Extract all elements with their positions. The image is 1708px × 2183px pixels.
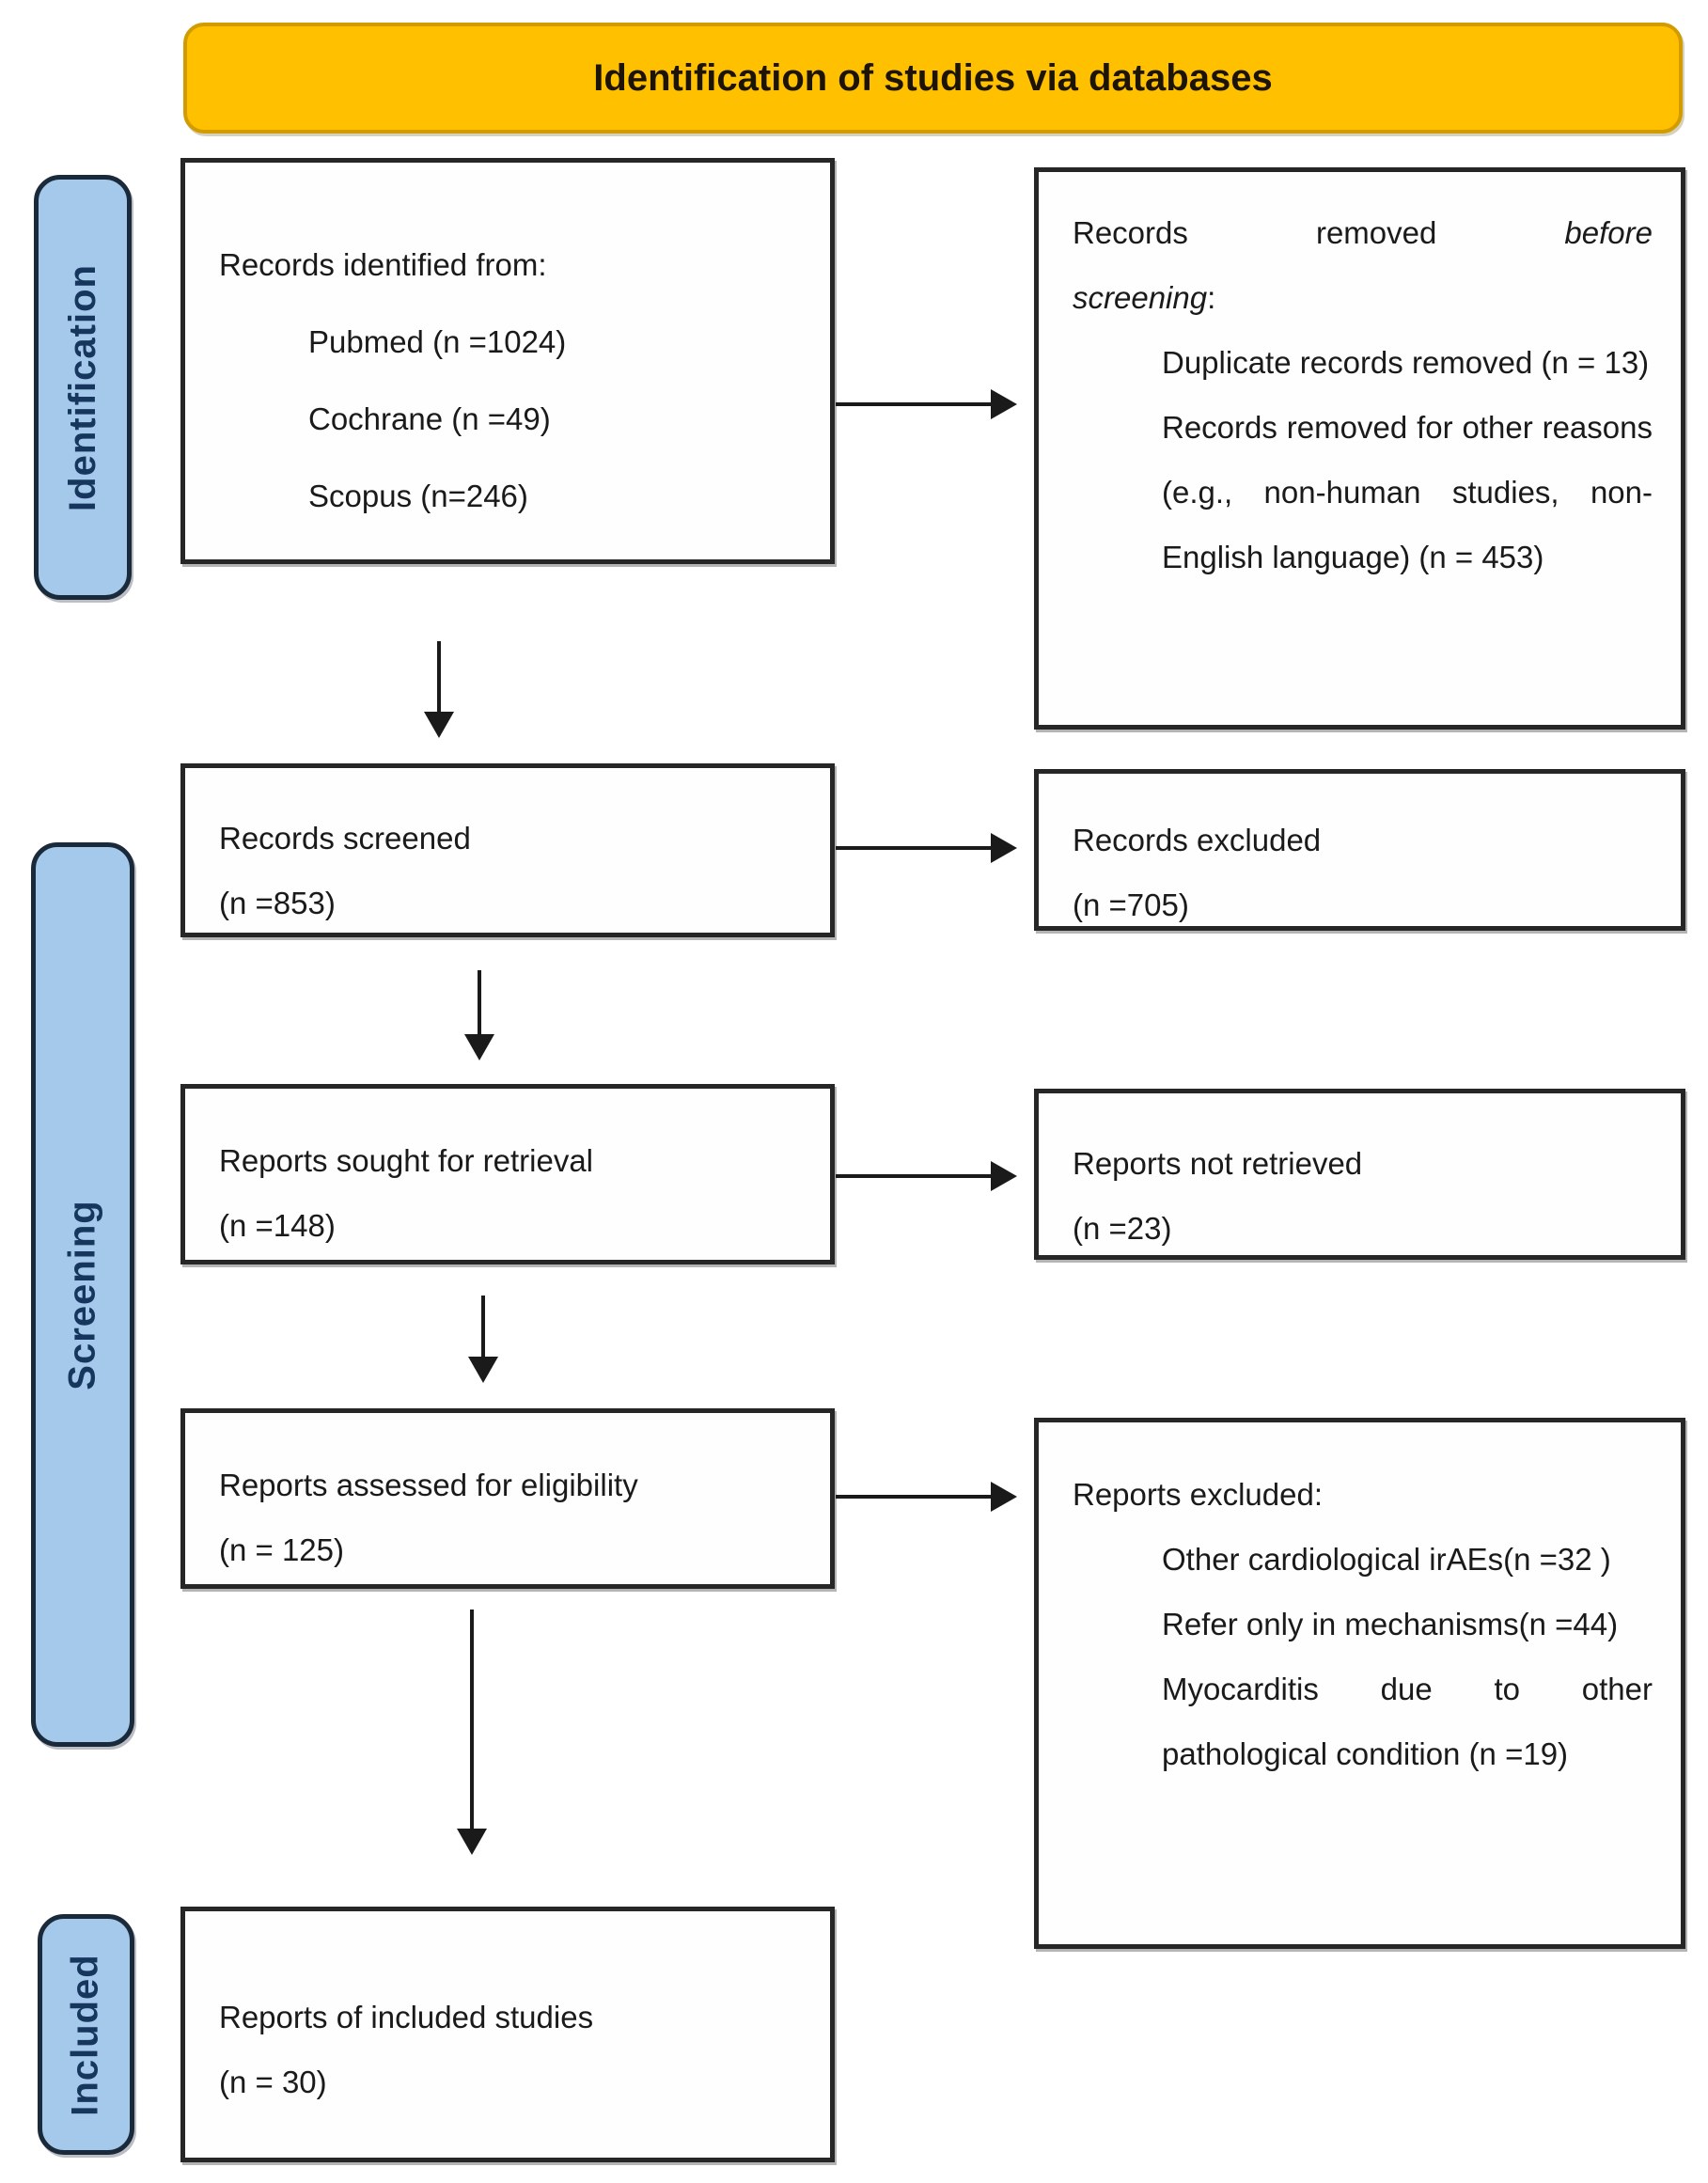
records-identified-heading: Records identified from:: [219, 247, 547, 282]
arrow-screened-to-sought: [478, 970, 481, 1050]
stage-label-identification: Identification: [34, 175, 132, 600]
records-removed-duplicates: Duplicate records removed (n = 13): [1162, 345, 1650, 380]
reports-assessed-count: (n = 125): [219, 1532, 344, 1567]
reports-excluded-reason-irAEs: Other cardiological irAEs(n =32 ): [1162, 1542, 1611, 1577]
records-removed-heading-line1: Records removed before: [1073, 200, 1653, 265]
records-excluded-count: (n =705): [1073, 887, 1189, 922]
box-reports-included: Reports of included studies (n = 30): [180, 1907, 835, 2162]
arrow-assessed-to-included: [470, 1610, 474, 1845]
records-screened-label: Records screened: [219, 821, 471, 856]
box-records-removed-before-screening: Records removed before screening: Duplic…: [1034, 167, 1685, 730]
reports-excluded-reason-myocarditis: Myocarditis due to other pathological co…: [1162, 1672, 1653, 1771]
reports-sought-count: (n =148): [219, 1208, 336, 1243]
stage-label-included-text: Included: [65, 1953, 107, 2116]
box-records-excluded: Records excluded (n =705): [1034, 769, 1685, 931]
arrow-identified-to-screened: [437, 641, 441, 728]
arrow-sought-to-assessed: [481, 1296, 485, 1373]
box-reports-assessed: Reports assessed for eligibility (n = 12…: [180, 1408, 835, 1589]
stage-label-identification-text: Identification: [61, 263, 103, 511]
records-removed-screening-word: screening: [1073, 280, 1208, 315]
reports-not-retrieved-count: (n =23): [1073, 1211, 1172, 1246]
stage-label-screening: Screening: [31, 842, 134, 1747]
reports-included-count: (n = 30): [219, 2065, 327, 2099]
reports-included-label: Reports of included studies: [219, 2000, 594, 2034]
arrow-screened-to-excluded: [836, 846, 1007, 850]
records-removed-colon: :: [1207, 280, 1216, 315]
records-screened-count: (n =853): [219, 886, 336, 920]
box-reports-not-retrieved: Reports not retrieved (n =23): [1034, 1089, 1685, 1260]
records-identified-cochrane: Cochrane (n =49): [308, 401, 551, 436]
records-removed-heading-line2: screening:: [1073, 265, 1653, 330]
records-identified-scopus: Scopus (n=246): [308, 479, 528, 513]
records-identified-pubmed: Pubmed (n =1024): [308, 324, 567, 359]
box-records-screened: Records screened (n =853): [180, 763, 835, 937]
arrow-identified-to-removed: [836, 402, 1007, 406]
box-reports-excluded: Reports excluded: Other cardiological ir…: [1034, 1418, 1685, 1949]
reports-sought-label: Reports sought for retrieval: [219, 1143, 594, 1178]
reports-assessed-label: Reports assessed for eligibility: [219, 1468, 638, 1502]
box-records-identified: Records identified from: Pubmed (n =1024…: [180, 158, 835, 564]
reports-not-retrieved-label: Reports not retrieved: [1073, 1146, 1363, 1181]
records-removed-word-2: removed: [1315, 215, 1437, 250]
reports-excluded-reason-mechanisms: Refer only in mechanisms(n =44): [1162, 1607, 1619, 1641]
records-excluded-label: Records excluded: [1073, 823, 1322, 857]
stage-label-screening-text: Screening: [61, 1199, 103, 1390]
arrow-sought-to-not-retrieved: [836, 1174, 1007, 1178]
arrow-assessed-to-reports-excluded: [836, 1495, 1007, 1499]
records-removed-word-3: before: [1564, 215, 1653, 250]
records-removed-word-1: Records: [1073, 215, 1188, 250]
records-removed-other-reasons: Records removed for other reasons (e.g.,…: [1162, 410, 1653, 574]
box-reports-sought: Reports sought for retrieval (n =148): [180, 1084, 835, 1264]
stage-label-included: Included: [38, 1914, 134, 2155]
reports-excluded-heading: Reports excluded:: [1073, 1477, 1323, 1512]
banner-title: Identification of studies via databases: [183, 23, 1683, 133]
